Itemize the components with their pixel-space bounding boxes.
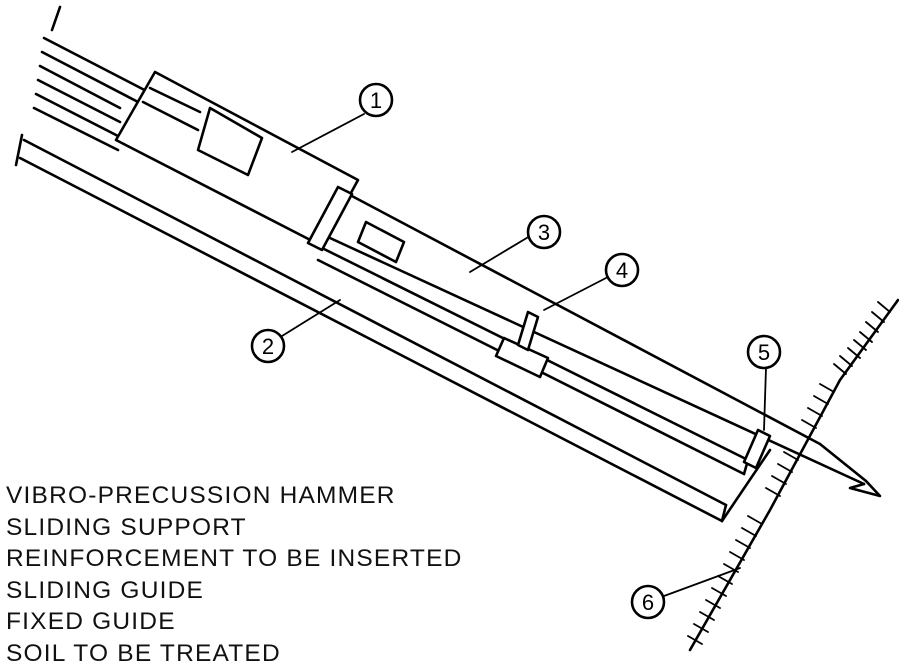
legend-item-4: SLIDING GUIDE xyxy=(6,575,463,607)
legend-item-1: VIBRO-PRECUSSION HAMMER xyxy=(6,480,463,512)
legend-item-5: FIXED GUIDE xyxy=(6,606,463,638)
callout-1: 1 xyxy=(292,84,392,152)
fixed-guide-beam xyxy=(20,140,770,521)
legend-item-6: SOIL TO BE TREATED xyxy=(6,638,463,669)
fixed-guide-clamp xyxy=(744,430,770,468)
callout-5: 5 xyxy=(748,336,780,430)
callout-5-label: 5 xyxy=(758,340,770,365)
legend-item-2: SLIDING SUPPORT xyxy=(6,512,463,544)
callout-4-label: 4 xyxy=(616,258,628,283)
legend-list: VIBRO-PRECUSSION HAMMER SLIDING SUPPORT … xyxy=(6,480,463,669)
callout-2: 2 xyxy=(252,300,340,362)
reinforcement-bar xyxy=(330,195,880,496)
callout-3-label: 3 xyxy=(538,220,550,245)
callout-4: 4 xyxy=(544,254,638,310)
callout-3: 3 xyxy=(470,216,560,272)
callout-6-label: 6 xyxy=(642,590,654,615)
callout-2-label: 2 xyxy=(262,334,274,359)
soil-slope xyxy=(688,300,898,650)
legend-item-3: REINFORCEMENT TO BE INSERTED xyxy=(6,543,463,575)
callout-1-label: 1 xyxy=(370,88,382,113)
sliding-guide-clamp xyxy=(496,312,548,377)
